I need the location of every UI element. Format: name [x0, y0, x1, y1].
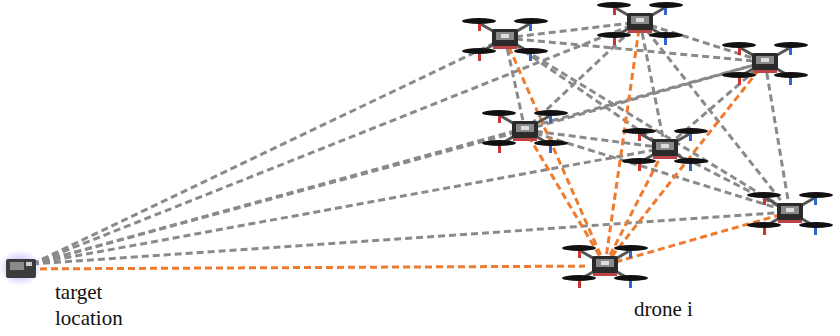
link-line	[40, 266, 585, 269]
dashed-line	[40, 266, 585, 269]
node-box: target location	[4, 257, 40, 281]
gray-links	[32, 22, 790, 264]
node-label: target location	[55, 279, 137, 331]
node-label: drone i	[634, 296, 724, 322]
node-box: drone i	[585, 252, 625, 280]
drones	[462, 2, 833, 288]
target-device	[0, 250, 42, 286]
